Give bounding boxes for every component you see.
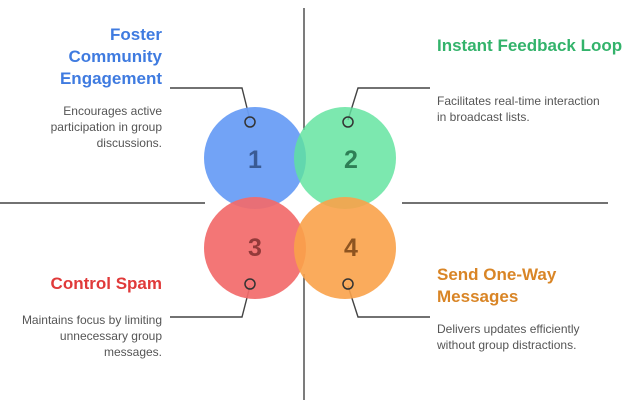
quadrant-1-title: Foster Community Engagement: [59, 25, 162, 88]
circle-3: [204, 197, 306, 299]
number-3: 3: [248, 234, 262, 262]
number-1: 1: [248, 146, 262, 174]
quadrant-3-title: Control Spam: [50, 274, 162, 293]
number-2: 2: [344, 146, 358, 174]
marker-3: [244, 278, 256, 290]
quadrant-4-title: Send One-Way Messages: [437, 265, 557, 306]
marker-1: [244, 116, 256, 128]
circle-2: [294, 107, 396, 209]
quadrant-1-description: Encourages active participation in group…: [50, 104, 162, 150]
number-4: 4: [344, 234, 358, 262]
quadrant-3-description: Maintains focus by limiting unnecessary …: [21, 313, 162, 359]
circle-4: [294, 197, 396, 299]
marker-4: [342, 278, 354, 290]
marker-2: [342, 116, 354, 128]
quadrant-2-description: Facilitates real-time interaction in bro…: [437, 94, 600, 124]
circle-1: [204, 107, 306, 209]
quadrant-2-title: Instant Feedback Loop: [437, 36, 623, 55]
quadrant-4-description: Delivers updates efficiently without gro…: [437, 322, 580, 352]
